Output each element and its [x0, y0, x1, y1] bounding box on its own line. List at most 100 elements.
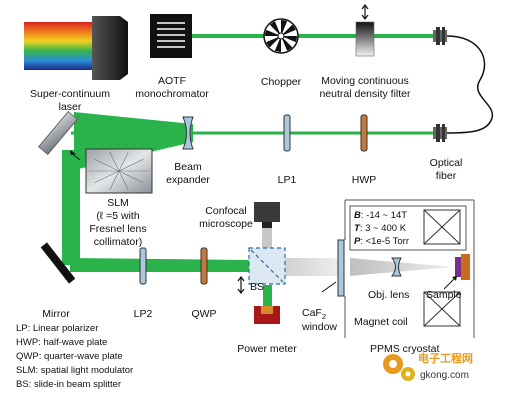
- nd-filter-label-line2: neutral density filter: [319, 88, 411, 100]
- caf2-label-line2: window: [301, 321, 337, 333]
- mirror-label: Mirror: [42, 308, 70, 320]
- qwp-label: QWP: [191, 308, 216, 320]
- slm-hologram-line: [118, 151, 129, 172]
- mirror-top: [38, 110, 78, 156]
- laser-label-line1: Super-continuum: [30, 88, 110, 100]
- slm-hologram-line: [94, 158, 120, 172]
- chopper-blade: [265, 29, 281, 36]
- sample: [455, 257, 461, 277]
- nd-filter-wedge: [355, 21, 375, 57]
- confocal-microscope: Confocal microscope: [199, 202, 280, 230]
- slm: SLM (ℓ =5 with Fresnel lens collimator): [85, 148, 153, 248]
- sample-label: Sample: [426, 289, 462, 301]
- chopper-blade: [281, 36, 297, 43]
- fiber-connector-bottom: [433, 124, 447, 142]
- lp1-label: LP1: [278, 174, 297, 186]
- param-field: B: -14 ~ 14T: [354, 210, 407, 221]
- beam-down: [62, 150, 80, 265]
- expander-lens: [182, 116, 194, 150]
- window-optic: [337, 239, 345, 297]
- mirror-bottom: [40, 242, 76, 284]
- caf2-label: CaF2: [302, 307, 326, 321]
- param-pressure-key: P: [354, 236, 361, 247]
- param-field-value: : -14 ~ 14T: [361, 210, 407, 221]
- slm-hologram-pattern: [89, 151, 149, 191]
- caf2-label-main: CaF: [302, 307, 322, 319]
- qwp: QWP: [191, 247, 217, 320]
- slm-label-line1: SLM: [107, 197, 129, 209]
- watermark-title: 电子工程网: [418, 351, 473, 365]
- aotf-box: [150, 14, 192, 58]
- slm-label-line2: (ℓ =5 with: [96, 210, 140, 222]
- beam-focus: [350, 258, 455, 276]
- slm-hologram-line: [118, 158, 144, 172]
- fiber-connector-top: [433, 27, 447, 45]
- slm-label-line4: collimator): [94, 236, 142, 248]
- sample-holder: [461, 254, 470, 280]
- chopper-blade: [274, 36, 281, 52]
- fiber-label-line1: Optical: [430, 157, 463, 169]
- expander-label-line2: expander: [166, 174, 210, 186]
- chopper-blade: [269, 21, 281, 36]
- aotf-label-line1: AOTF: [158, 75, 186, 87]
- lp2: LP2: [134, 247, 153, 320]
- chopper-blade: [281, 20, 288, 36]
- beam-to-power-meter: [263, 285, 272, 307]
- hwp-label: HWP: [352, 174, 377, 186]
- expander-label-line1: Beam: [174, 161, 202, 173]
- chopper-blade: [281, 24, 296, 36]
- lp2-optic: [139, 247, 147, 285]
- camera-body: [254, 202, 280, 222]
- hwp-optic: [360, 114, 368, 152]
- beam-splitter: BS: [237, 247, 286, 294]
- supercontinuum-laser: Super-continuum laser: [30, 16, 128, 113]
- hwp: HWP: [352, 114, 377, 186]
- watermark: 电子工程网 gkong.com: [383, 351, 473, 381]
- lp1-optic: [283, 114, 291, 152]
- caf2-window: CaF2 window: [301, 239, 345, 333]
- confocal-label-line1: Confocal: [205, 205, 246, 217]
- param-temp-value: : 3 ~ 400 K: [360, 223, 407, 234]
- power-meter: Power meter: [237, 306, 297, 355]
- slide-arrow-icon: [237, 276, 245, 294]
- aotf-monochromator: AOTF monochromator: [135, 14, 209, 100]
- nd-filter-label-line1: Moving continuous: [321, 75, 409, 87]
- up-down-arrow-icon: [361, 4, 369, 20]
- watermark-url: gkong.com: [420, 370, 469, 381]
- slm-hologram-line: [118, 170, 129, 191]
- chopper-blade: [281, 36, 293, 51]
- slm-hologram-line: [94, 170, 120, 184]
- legend-slm: SLM: spatial light modulator: [16, 365, 133, 376]
- magnet-coil-label: Magnet coil: [354, 316, 408, 328]
- chopper-blades: [265, 20, 297, 52]
- nd-filter: Moving continuous neutral density filter: [319, 4, 411, 100]
- chopper-blade: [266, 36, 281, 48]
- param-pressure-value: : <1e-5 Torr: [360, 236, 409, 247]
- arrow-icon: [70, 150, 76, 155]
- beam-expander: Beam expander: [166, 116, 210, 186]
- objective-lens: [390, 257, 402, 277]
- slm-label-line3: Fresnel lens: [89, 223, 146, 235]
- legend-bs: BS: slide-in beam splitter: [16, 379, 121, 390]
- laser-body: [92, 16, 128, 80]
- laser-label-line2: laser: [59, 101, 82, 113]
- fiber-cable: [446, 35, 493, 134]
- param-temp: T: 3 ~ 400 K: [354, 223, 407, 234]
- qwp-optic: [200, 247, 208, 285]
- param-field-key: B: [354, 210, 361, 221]
- power-meter-label: Power meter: [237, 343, 297, 355]
- fiber-label-line2: fiber: [436, 170, 457, 182]
- slm-hologram-line: [109, 170, 120, 191]
- slm-hologram-line: [118, 170, 144, 184]
- lp2-label: LP2: [134, 308, 153, 320]
- chopper-label: Chopper: [261, 76, 302, 88]
- abbreviation-legend: LP: Linear polarizer HWP: half-wave plat…: [16, 323, 133, 390]
- optical-fiber: Optical fiber: [430, 27, 493, 182]
- bs-label: BS: [250, 281, 264, 293]
- legend-hwp: HWP: half-wave plate: [16, 337, 107, 348]
- ppms-cryostat: B: -14 ~ 14T T: 3 ~ 400 K P: <1e-5 Torr …: [344, 199, 475, 355]
- power-meter-head: [254, 306, 280, 324]
- lp1: LP1: [278, 114, 297, 186]
- confocal-label-line2: microscope: [199, 218, 253, 230]
